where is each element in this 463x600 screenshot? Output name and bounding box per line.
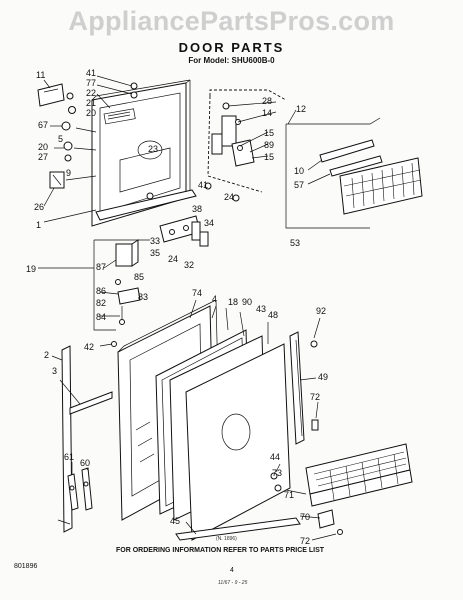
right-side-trim <box>289 331 319 445</box>
callout-35: 35 <box>150 248 160 258</box>
left-hardware-parts <box>37 82 154 200</box>
callout-12: 12 <box>296 104 306 114</box>
inner-door-panel <box>91 79 197 227</box>
callout-26: 26 <box>34 202 44 212</box>
page-number: 4 <box>230 567 234 574</box>
hinge-hardware <box>159 215 209 247</box>
switch-bracket-assembly <box>204 89 287 202</box>
lock-assembly <box>93 239 150 331</box>
callout-90: 90 <box>242 297 252 307</box>
callout-labels: 11 41 77 22 21 20 67 5 20 27 9 26 1 23 2… <box>26 68 328 546</box>
callout-3: 3 <box>52 366 57 376</box>
leader-lines <box>38 75 337 541</box>
callout-60: 60 <box>80 458 90 468</box>
callout-33: 33 <box>150 236 160 246</box>
callout-87: 87 <box>96 262 106 272</box>
callout-92: 92 <box>316 306 326 316</box>
callout-1: 1 <box>36 220 41 230</box>
callout-71: 71 <box>284 490 294 500</box>
callout-57: 57 <box>294 180 304 190</box>
callout-38: 38 <box>192 204 202 214</box>
callout-19: 19 <box>26 264 36 274</box>
document-number: 801896 <box>14 563 37 570</box>
callout-89: 89 <box>264 140 274 150</box>
callout-34: 34 <box>204 218 214 228</box>
callout-24: 24 <box>224 192 234 202</box>
reference-code: (N. 1896) <box>216 536 237 542</box>
callout-45: 45 <box>170 516 180 526</box>
callout-42: 42 <box>84 342 94 352</box>
footer: (N. 1896) FOR ORDERING INFORMATION REFER… <box>14 536 325 586</box>
watermark: AppliancePartsPros.com <box>68 6 395 36</box>
callout-11: 11 <box>36 70 45 80</box>
hinge-arms <box>67 467 93 511</box>
callout-23: 23 <box>148 144 158 154</box>
callout-32: 32 <box>184 260 194 270</box>
callout-27: 27 <box>38 152 48 162</box>
callout-20: 20 <box>86 108 96 118</box>
callout-82: 82 <box>96 298 106 308</box>
callout-86: 86 <box>96 286 106 296</box>
callout-44: 44 <box>270 452 280 462</box>
callout-20: 20 <box>38 142 48 152</box>
model-line: For Model: SHU600B-0 <box>188 56 275 65</box>
door-handle-assembly <box>270 443 413 535</box>
callout-5: 5 <box>58 134 63 144</box>
callout-14: 14 <box>262 108 272 118</box>
callout-77: 77 <box>86 78 96 88</box>
callout-72: 72 <box>300 536 310 546</box>
callout-61: 61 <box>64 452 74 462</box>
handwritten-note: 11/67 - 9 - 25 <box>218 580 248 586</box>
door-frame-liner <box>117 299 291 541</box>
callout-83: 83 <box>138 292 148 302</box>
ordering-info: FOR ORDERING INFORMATION REFER TO PARTS … <box>116 547 325 554</box>
callout-4: 4 <box>212 294 217 304</box>
callout-24: 24 <box>168 254 178 264</box>
callout-41: 41 <box>86 68 96 78</box>
callout-18: 18 <box>228 297 238 307</box>
callout-48: 48 <box>268 310 278 320</box>
callout-74: 74 <box>192 288 202 298</box>
callout-2: 2 <box>44 350 49 360</box>
callout-53: 53 <box>290 238 300 248</box>
callout-73: 73 <box>272 468 282 478</box>
callout-9: 9 <box>66 168 71 178</box>
page-title: DOOR PARTS <box>178 40 285 55</box>
callout-15: 15 <box>264 152 274 162</box>
callout-49: 49 <box>318 372 328 382</box>
callout-10: 10 <box>294 166 304 176</box>
bottom-trim-strip <box>175 517 301 541</box>
callout-85: 85 <box>134 272 144 282</box>
callout-43: 43 <box>256 304 266 314</box>
callout-84: 84 <box>96 312 106 322</box>
callout-67: 67 <box>38 120 48 130</box>
callout-21: 21 <box>86 98 96 108</box>
callout-41: 41 <box>198 180 208 190</box>
callout-72: 72 <box>310 392 320 402</box>
callout-28: 28 <box>262 96 272 106</box>
callout-15: 15 <box>264 128 274 138</box>
callout-70: 70 <box>300 512 310 522</box>
callout-22: 22 <box>86 88 96 98</box>
vent-shield-group <box>285 117 423 229</box>
